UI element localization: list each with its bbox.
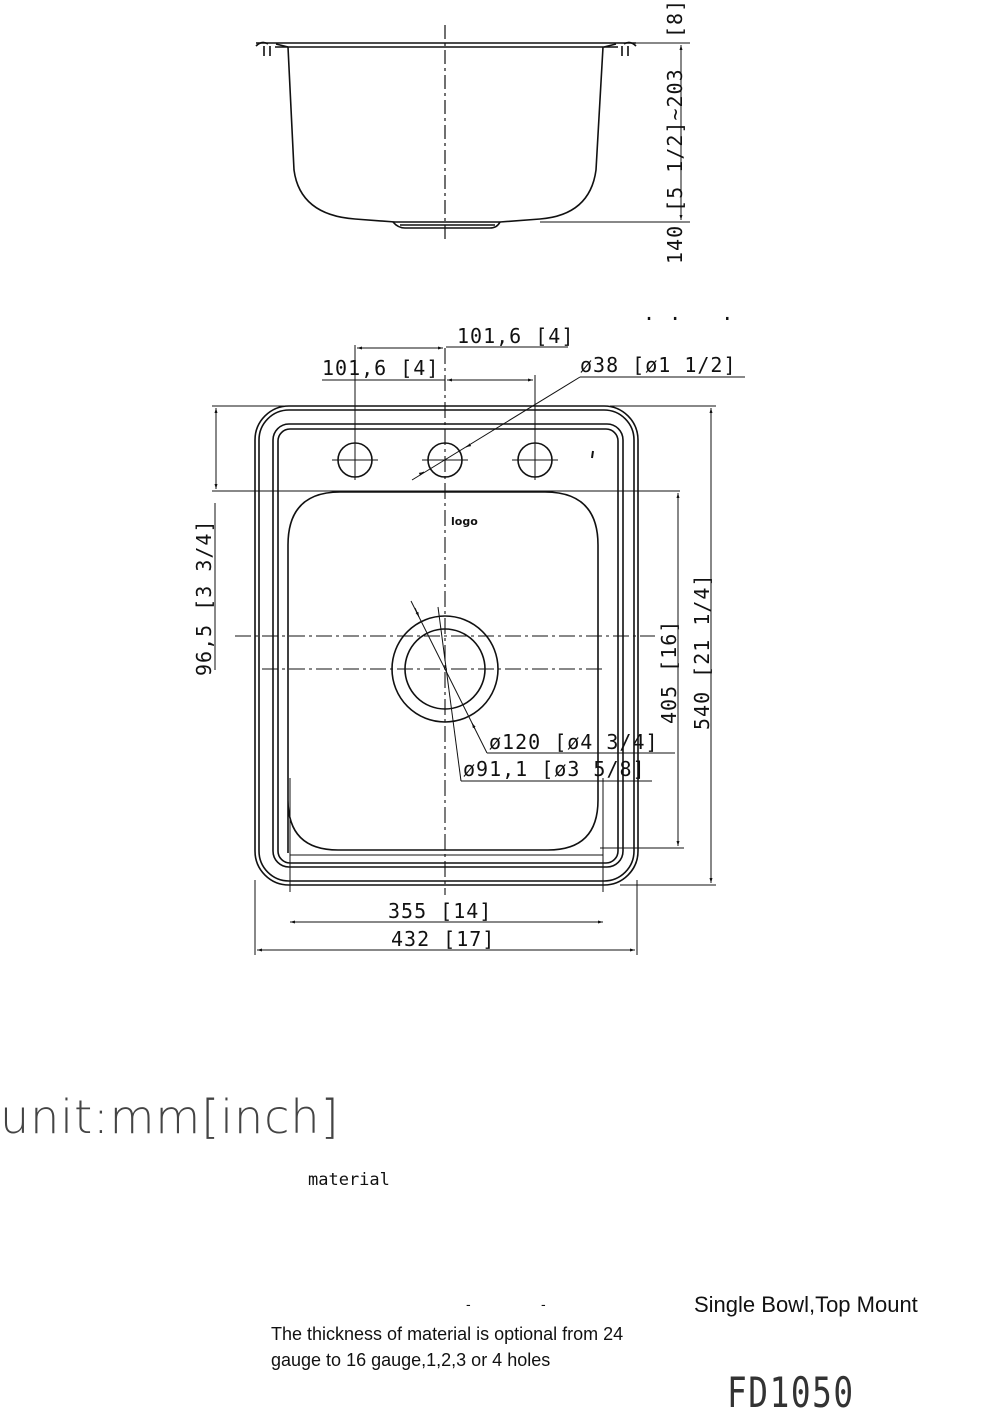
top-view-outline bbox=[254, 405, 639, 886]
top-view-centerlines bbox=[235, 348, 655, 895]
bowl-inner-lines bbox=[289, 778, 604, 892]
deck-depth-label: 96,5 [3 3/4] bbox=[192, 520, 216, 677]
bowl-length-dimension bbox=[600, 493, 684, 849]
hole-spacing-left-label: 101,6 [4] bbox=[322, 356, 439, 380]
side-view bbox=[255, 41, 637, 229]
dash-mark: - bbox=[466, 1296, 471, 1312]
bowl-width-label: 355 [14] bbox=[388, 899, 492, 923]
depth-dimension-label: 140 [5 1/2]~203 bbox=[663, 68, 687, 264]
dash-mark: - bbox=[541, 1296, 546, 1312]
deck-depth-dimension bbox=[212, 405, 680, 670]
overall-length-dimension bbox=[610, 405, 716, 886]
bowl-length-label: 405 [16] bbox=[657, 620, 681, 724]
hole-spacing-right-label: 101,6 [4] bbox=[457, 324, 574, 348]
overall-width-label: 432 [17] bbox=[391, 927, 495, 951]
material-label: material bbox=[308, 1170, 390, 1190]
width-dimensions bbox=[254, 880, 638, 955]
unit-label: unit:mm[inch] bbox=[0, 1090, 340, 1144]
rim-dimension-label: [8] bbox=[663, 0, 687, 38]
depth-dimension bbox=[540, 42, 690, 223]
drain-outer-diameter-label: ø120 [ø4 3/4] bbox=[489, 730, 659, 754]
stray-marks: . . . bbox=[643, 301, 734, 325]
material-note: The thickness of material is optional fr… bbox=[271, 1324, 624, 1370]
overall-length-label: 540 [21 1/4] bbox=[690, 574, 714, 731]
hole-spacing-dimensions bbox=[322, 346, 568, 382]
product-title: Single Bowl,Top Mount bbox=[694, 1292, 918, 1317]
drain-inner-diameter-label: ø91,1 [ø3 5/8] bbox=[463, 757, 646, 781]
logo-placeholder: logo bbox=[451, 515, 478, 528]
model-number: FD1050 bbox=[727, 1368, 855, 1417]
faucet-hole-diameter-label: ø38 [ø1 1/2] bbox=[580, 353, 737, 377]
